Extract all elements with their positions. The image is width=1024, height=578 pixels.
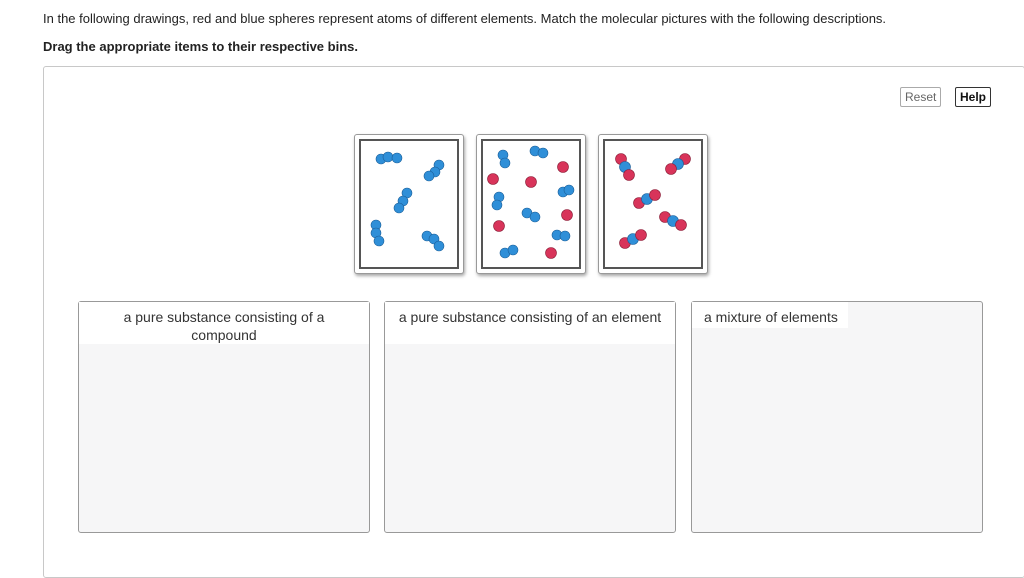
bin-label-compound: a pure substance consisting of a compoun… (79, 302, 369, 344)
card-frame (481, 139, 581, 269)
bin-label-mixture: a mixture of elements (692, 302, 848, 328)
molecule-picture-icon (370, 151, 445, 252)
instruction-text: Drag the appropriate items to their resp… (43, 39, 358, 54)
bin-element[interactable]: a pure substance consisting of an elemen… (384, 301, 676, 533)
molecule-picture-icon (487, 145, 575, 259)
card-red-blue-compound-molecules[interactable] (598, 134, 708, 274)
card-frame (359, 139, 459, 269)
bin-mixture[interactable]: a mixture of elements (691, 301, 983, 533)
bin-label-element: a pure substance consisting of an elemen… (385, 302, 675, 344)
bin-compound[interactable]: a pure substance consisting of a compoun… (78, 301, 370, 533)
card-frame (603, 139, 703, 269)
card-diatomic-blue-molecules[interactable] (354, 134, 464, 274)
reset-button[interactable]: Reset (900, 87, 942, 107)
question-text: In the following drawings, red and blue … (43, 11, 887, 26)
card-mixed-atoms-and-molecules[interactable] (476, 134, 586, 274)
molecule-picture-icon (615, 153, 691, 249)
help-button[interactable]: Help (955, 87, 992, 107)
